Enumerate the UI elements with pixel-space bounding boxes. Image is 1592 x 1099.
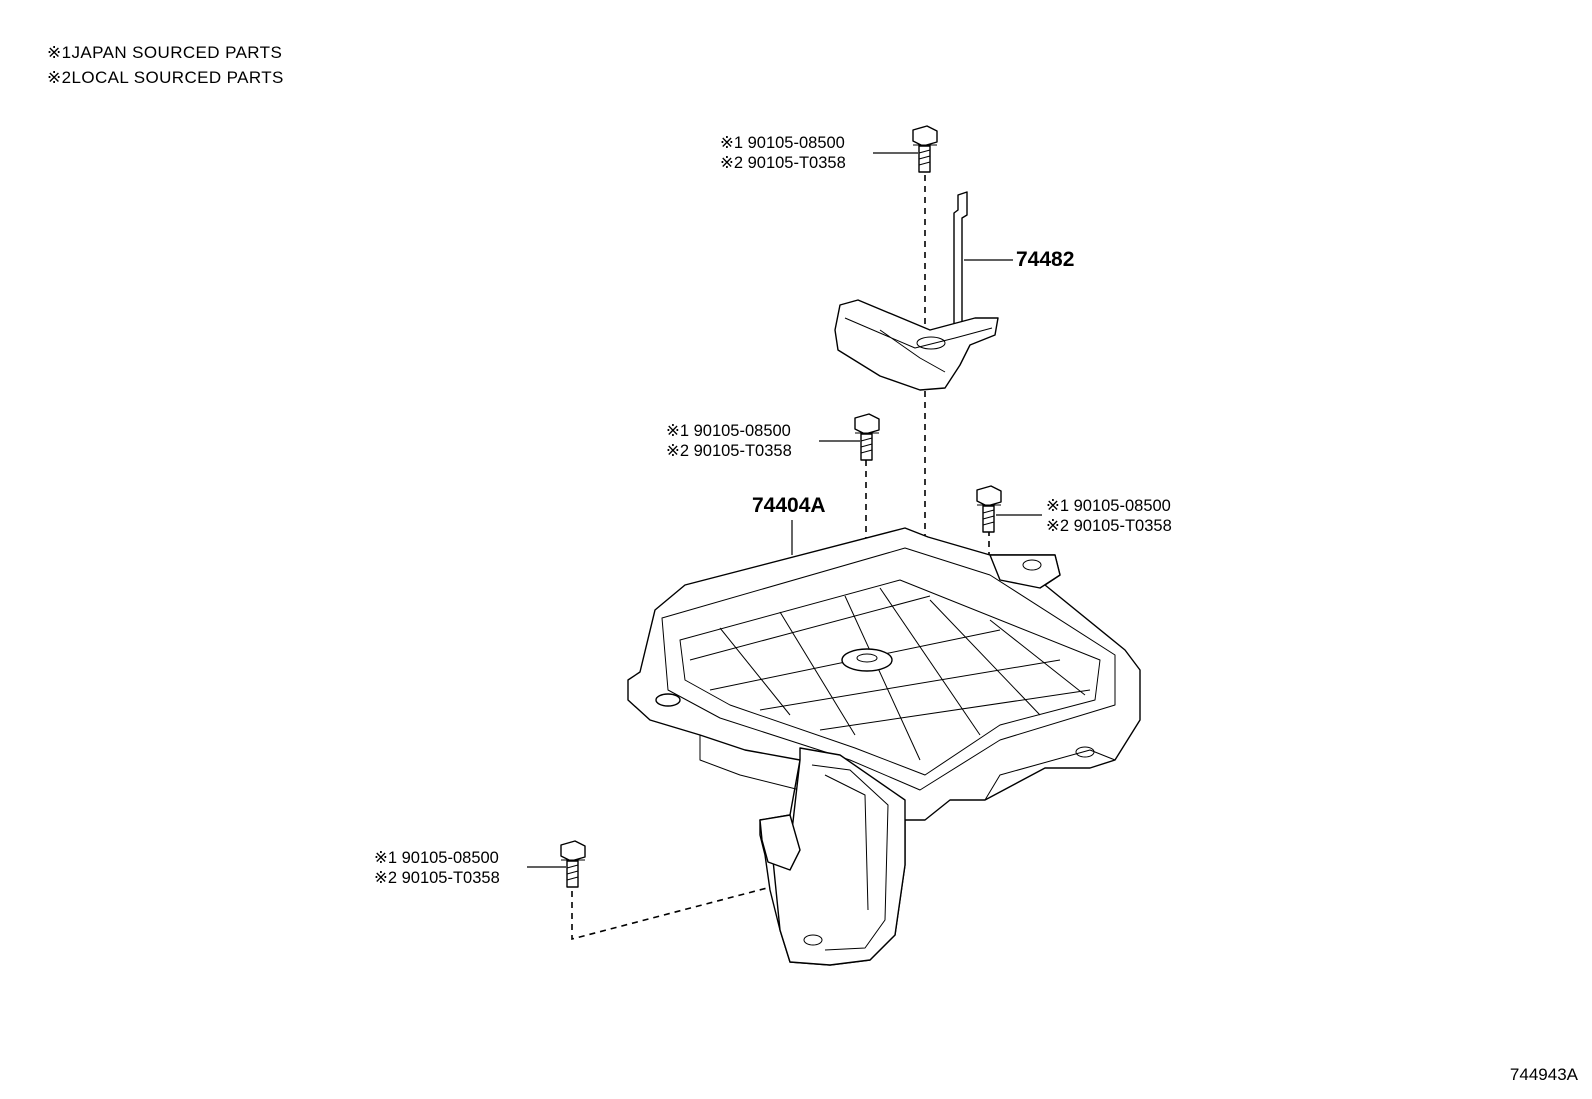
diagram-id: 744943A [1509,1065,1578,1084]
bolt-head-icon [560,840,586,862]
legend-item-japan: ※1JAPAN SOURCED PARTS [47,40,284,65]
callout-top: ※1 90105-08500 ※2 90105-T0358 [720,134,846,172]
tray-grid-ribs [689,587,1091,761]
bolt-head-icon [854,413,880,435]
callout-bottom: ※1 90105-08500 ※2 90105-T0358 [374,849,500,887]
bolt-right [976,485,1002,533]
tray-leg-tab [759,814,801,871]
tray-side-wall [984,749,1116,801]
legend: ※1JAPAN SOURCED PARTS ※2LOCAL SOURCED PA… [47,40,284,90]
tray-center-hole [856,653,878,663]
tray-inner-rim [661,547,1116,791]
callout-line: ※1 90105-08500 [1046,497,1171,515]
bolt-top [912,125,938,173]
legend-text: LOCAL SOURCED PARTS [71,68,284,87]
tray-center-boss [841,648,893,672]
callout-right: ※1 90105-08500 ※2 90105-T0358 [1046,497,1172,535]
tray-leg-edge [811,764,889,951]
legend-mark: ※2 [47,68,72,87]
tray-right-ear-hole [1022,559,1042,571]
tray-side-hole [1075,746,1095,758]
tray-floor [679,579,1101,776]
callout-line: ※1 90105-08500 [666,422,791,440]
tray-leg-hole [803,934,823,946]
tray-leg-rib [824,774,869,911]
tray-right-ear [989,554,1061,589]
tray-left-hole [655,693,681,707]
legend-item-local: ※2LOCAL SOURCED PARTS [47,65,284,90]
part-number-clamp: 74482 [1016,248,1074,271]
tray-front-wall [699,735,801,791]
battery-clamp [834,191,999,391]
bolt-center [854,413,880,461]
part-number-tray: 74404A [752,494,826,517]
callout-line: ※2 90105-T0358 [720,154,846,172]
legend-text: JAPAN SOURCED PARTS [71,43,283,62]
battery-tray [627,527,1141,966]
callout-line: ※1 90105-08500 [374,849,499,867]
clamp-bracket-rib [879,329,946,373]
callout-line: ※2 90105-T0358 [374,869,500,887]
leader-lines [527,152,1042,868]
bolt-bottom [560,840,586,888]
clamp-bolt-hole [916,336,946,350]
callout-center: ※1 90105-08500 ※2 90105-T0358 [666,422,792,460]
clamp-bracket-edge [844,317,993,349]
clamp-bracket [834,299,999,391]
legend-mark: ※1 [47,43,72,62]
bolt-head-icon [912,125,938,147]
bolt-head-icon [976,485,1002,507]
callout-line: ※1 90105-08500 [720,134,845,152]
callout-line: ※2 90105-T0358 [1046,517,1172,535]
callout-line: ※2 90105-T0358 [666,442,792,460]
